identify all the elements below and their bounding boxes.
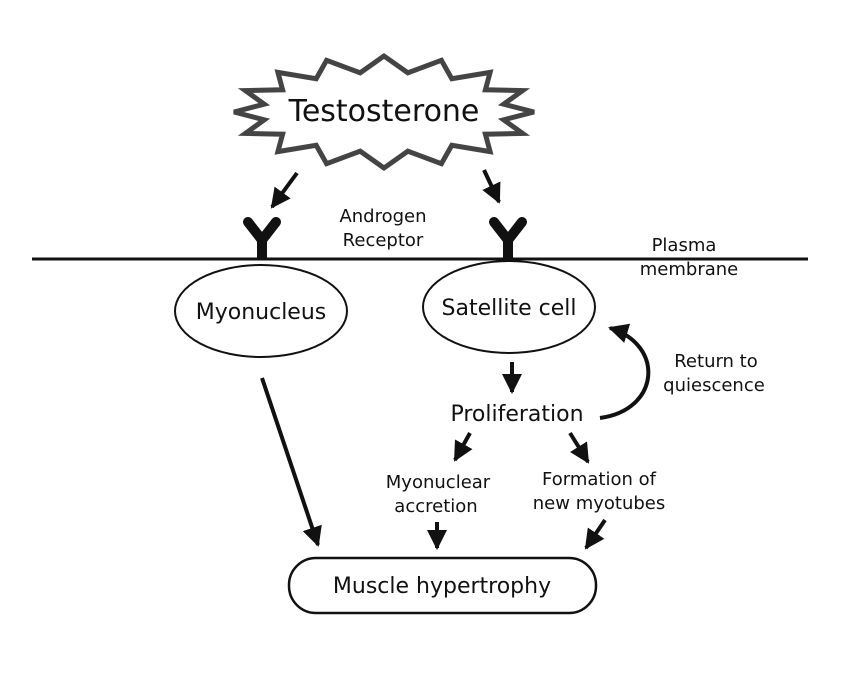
myonucleus-label: Myonucleus <box>196 300 327 325</box>
androgen-receptor-right-icon <box>489 217 527 258</box>
membrane-label-line2: membrane <box>640 259 738 280</box>
myonuclear-accretion-line1: Myonuclear <box>386 472 491 493</box>
myonucleus-ellipse <box>174 264 348 358</box>
muscle-hypertrophy-label: Muscle hypertrophy <box>333 574 551 599</box>
satellite-cell-label: Satellite cell <box>442 296 577 321</box>
androgen-receptor-left-icon <box>243 217 281 258</box>
receptor-label-line1: Androgen <box>339 206 426 227</box>
arrow-proliferation-to-new-myotubes <box>568 431 590 464</box>
return-label-line1: Return to <box>674 351 758 372</box>
muscle-hypertrophy-box <box>287 556 598 615</box>
proliferation-label: Proliferation <box>450 402 583 427</box>
return-label-line2: quiescence <box>663 375 765 396</box>
arrow-proliferation-to-myonuclear-accretion <box>453 432 473 462</box>
arrow-testosterone-to-satellite-receptor <box>482 169 501 204</box>
testosterone-starburst <box>233 52 535 172</box>
myonuclear-accretion-line2: accretion <box>394 496 477 517</box>
testosterone-label: Testosterone <box>288 94 480 129</box>
arrow-myonucleus-to-hypertrophy <box>260 377 322 547</box>
arrow-testosterone-to-myonucleus-receptor <box>270 171 299 209</box>
arrow-return-to-quiescence <box>599 323 651 420</box>
formation-line1: Formation of <box>542 469 657 490</box>
receptor-label-line2: Receptor <box>343 230 424 251</box>
satellite-cell-ellipse <box>422 260 596 354</box>
membrane-label-line1: Plasma <box>652 235 717 256</box>
formation-line2: new myotubes <box>533 493 665 514</box>
arrow-myotubes-to-hypertrophy <box>584 518 607 550</box>
